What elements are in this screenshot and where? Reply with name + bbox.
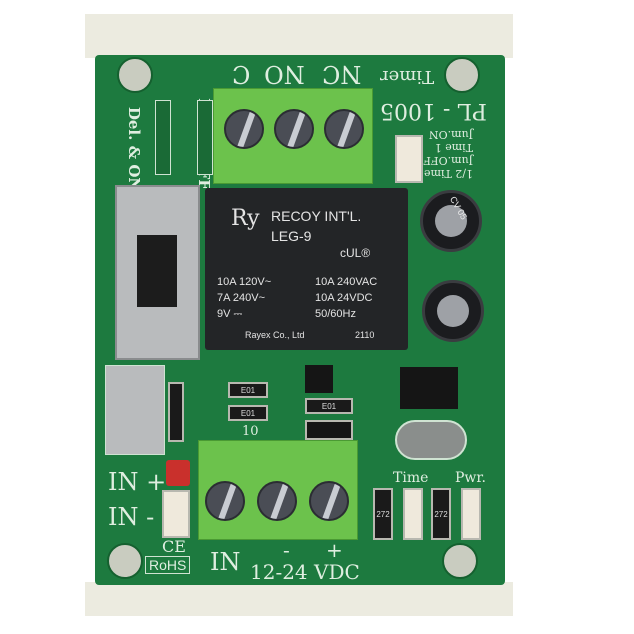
ce-mark: CE [162, 537, 186, 556]
mode-label-del-on: Del. & ON [125, 106, 144, 192]
time-led [403, 488, 423, 540]
mounting-rail-top [85, 14, 513, 58]
capacitor [422, 280, 484, 342]
resistor: E01 [305, 398, 353, 414]
in-label: IN [210, 548, 241, 576]
relay-rating: 9V ⎓ [217, 308, 243, 320]
potentiometer [395, 420, 467, 460]
mode-slide-switch[interactable] [115, 185, 200, 360]
jumper-labels: 1/2 Time Jum.OFF Time 1 Jum.ON [423, 128, 473, 180]
relay-ul-mark: cUL® [340, 246, 371, 260]
resistor: 272 [431, 488, 451, 540]
switch-knob[interactable] [137, 235, 177, 307]
screw-no[interactable] [274, 109, 314, 149]
power-led [461, 488, 481, 540]
terminal-label-no: NO [264, 60, 305, 88]
relay-logo: Ry [231, 206, 260, 231]
resistor: 272 [373, 488, 393, 540]
relay-rating: 7A 240V~ [217, 292, 266, 304]
capacitor-smd [305, 420, 353, 440]
relay-date-code: 2110 [355, 330, 375, 340]
resistor: E01 [228, 382, 268, 398]
mode-indicator-on [155, 100, 171, 175]
screw-in[interactable] [205, 481, 245, 521]
capacitor [420, 190, 482, 252]
mounting-rail-bottom [85, 582, 513, 616]
red-jumper[interactable] [166, 460, 190, 486]
resistor: E01 [228, 405, 268, 421]
timer-label: Timer [380, 66, 435, 87]
timer-jumper[interactable] [395, 135, 423, 183]
relay-rating: 50/60Hz [315, 308, 356, 320]
relay-brand: RECOY INT'L. [271, 208, 362, 224]
resistor [168, 382, 184, 442]
pwr-led-label: Pwr. [455, 470, 487, 486]
mounting-hole [117, 57, 153, 93]
relay-maker: Rayex Co., Ltd [245, 330, 305, 340]
relay-rating: 10A 240VAC [315, 276, 378, 288]
rohs-mark: RoHS [145, 556, 191, 574]
mounting-hole [444, 57, 480, 93]
screw-minus[interactable] [257, 481, 297, 521]
input-jumper[interactable] [162, 490, 190, 538]
diode-array [105, 365, 165, 455]
mounting-hole [107, 543, 143, 579]
relay: Ry RECOY INT'L. LEG-9 cUL® 10A 120V~ 7A … [205, 188, 408, 350]
mode-indicator-off [197, 100, 213, 175]
transistor [305, 365, 333, 393]
misc-label: 10 [242, 424, 259, 439]
plus-label: + [326, 538, 343, 562]
screw-nc[interactable] [324, 109, 364, 149]
input-terminal-block [198, 440, 358, 540]
relay-rating: 10A 120V~ [217, 276, 272, 288]
mounting-hole [442, 543, 478, 579]
time-led-label: Time [393, 470, 429, 486]
ic-chip [400, 367, 458, 409]
screw-c[interactable] [224, 109, 264, 149]
terminal-label-nc: NC [322, 60, 362, 88]
in-minus-label: IN - [108, 503, 155, 531]
minus-label: - [283, 538, 290, 562]
in-plus-label: IN + [108, 468, 167, 496]
voltage-label: 12-24 VDC [250, 560, 360, 584]
model-label: PL - 1005 [380, 98, 487, 123]
terminal-label-c: C [232, 60, 251, 88]
relay-rating: 10A 24VDC [315, 292, 373, 304]
relay-model: LEG-9 [271, 228, 312, 244]
screw-plus[interactable] [309, 481, 349, 521]
output-terminal-block [213, 88, 373, 184]
